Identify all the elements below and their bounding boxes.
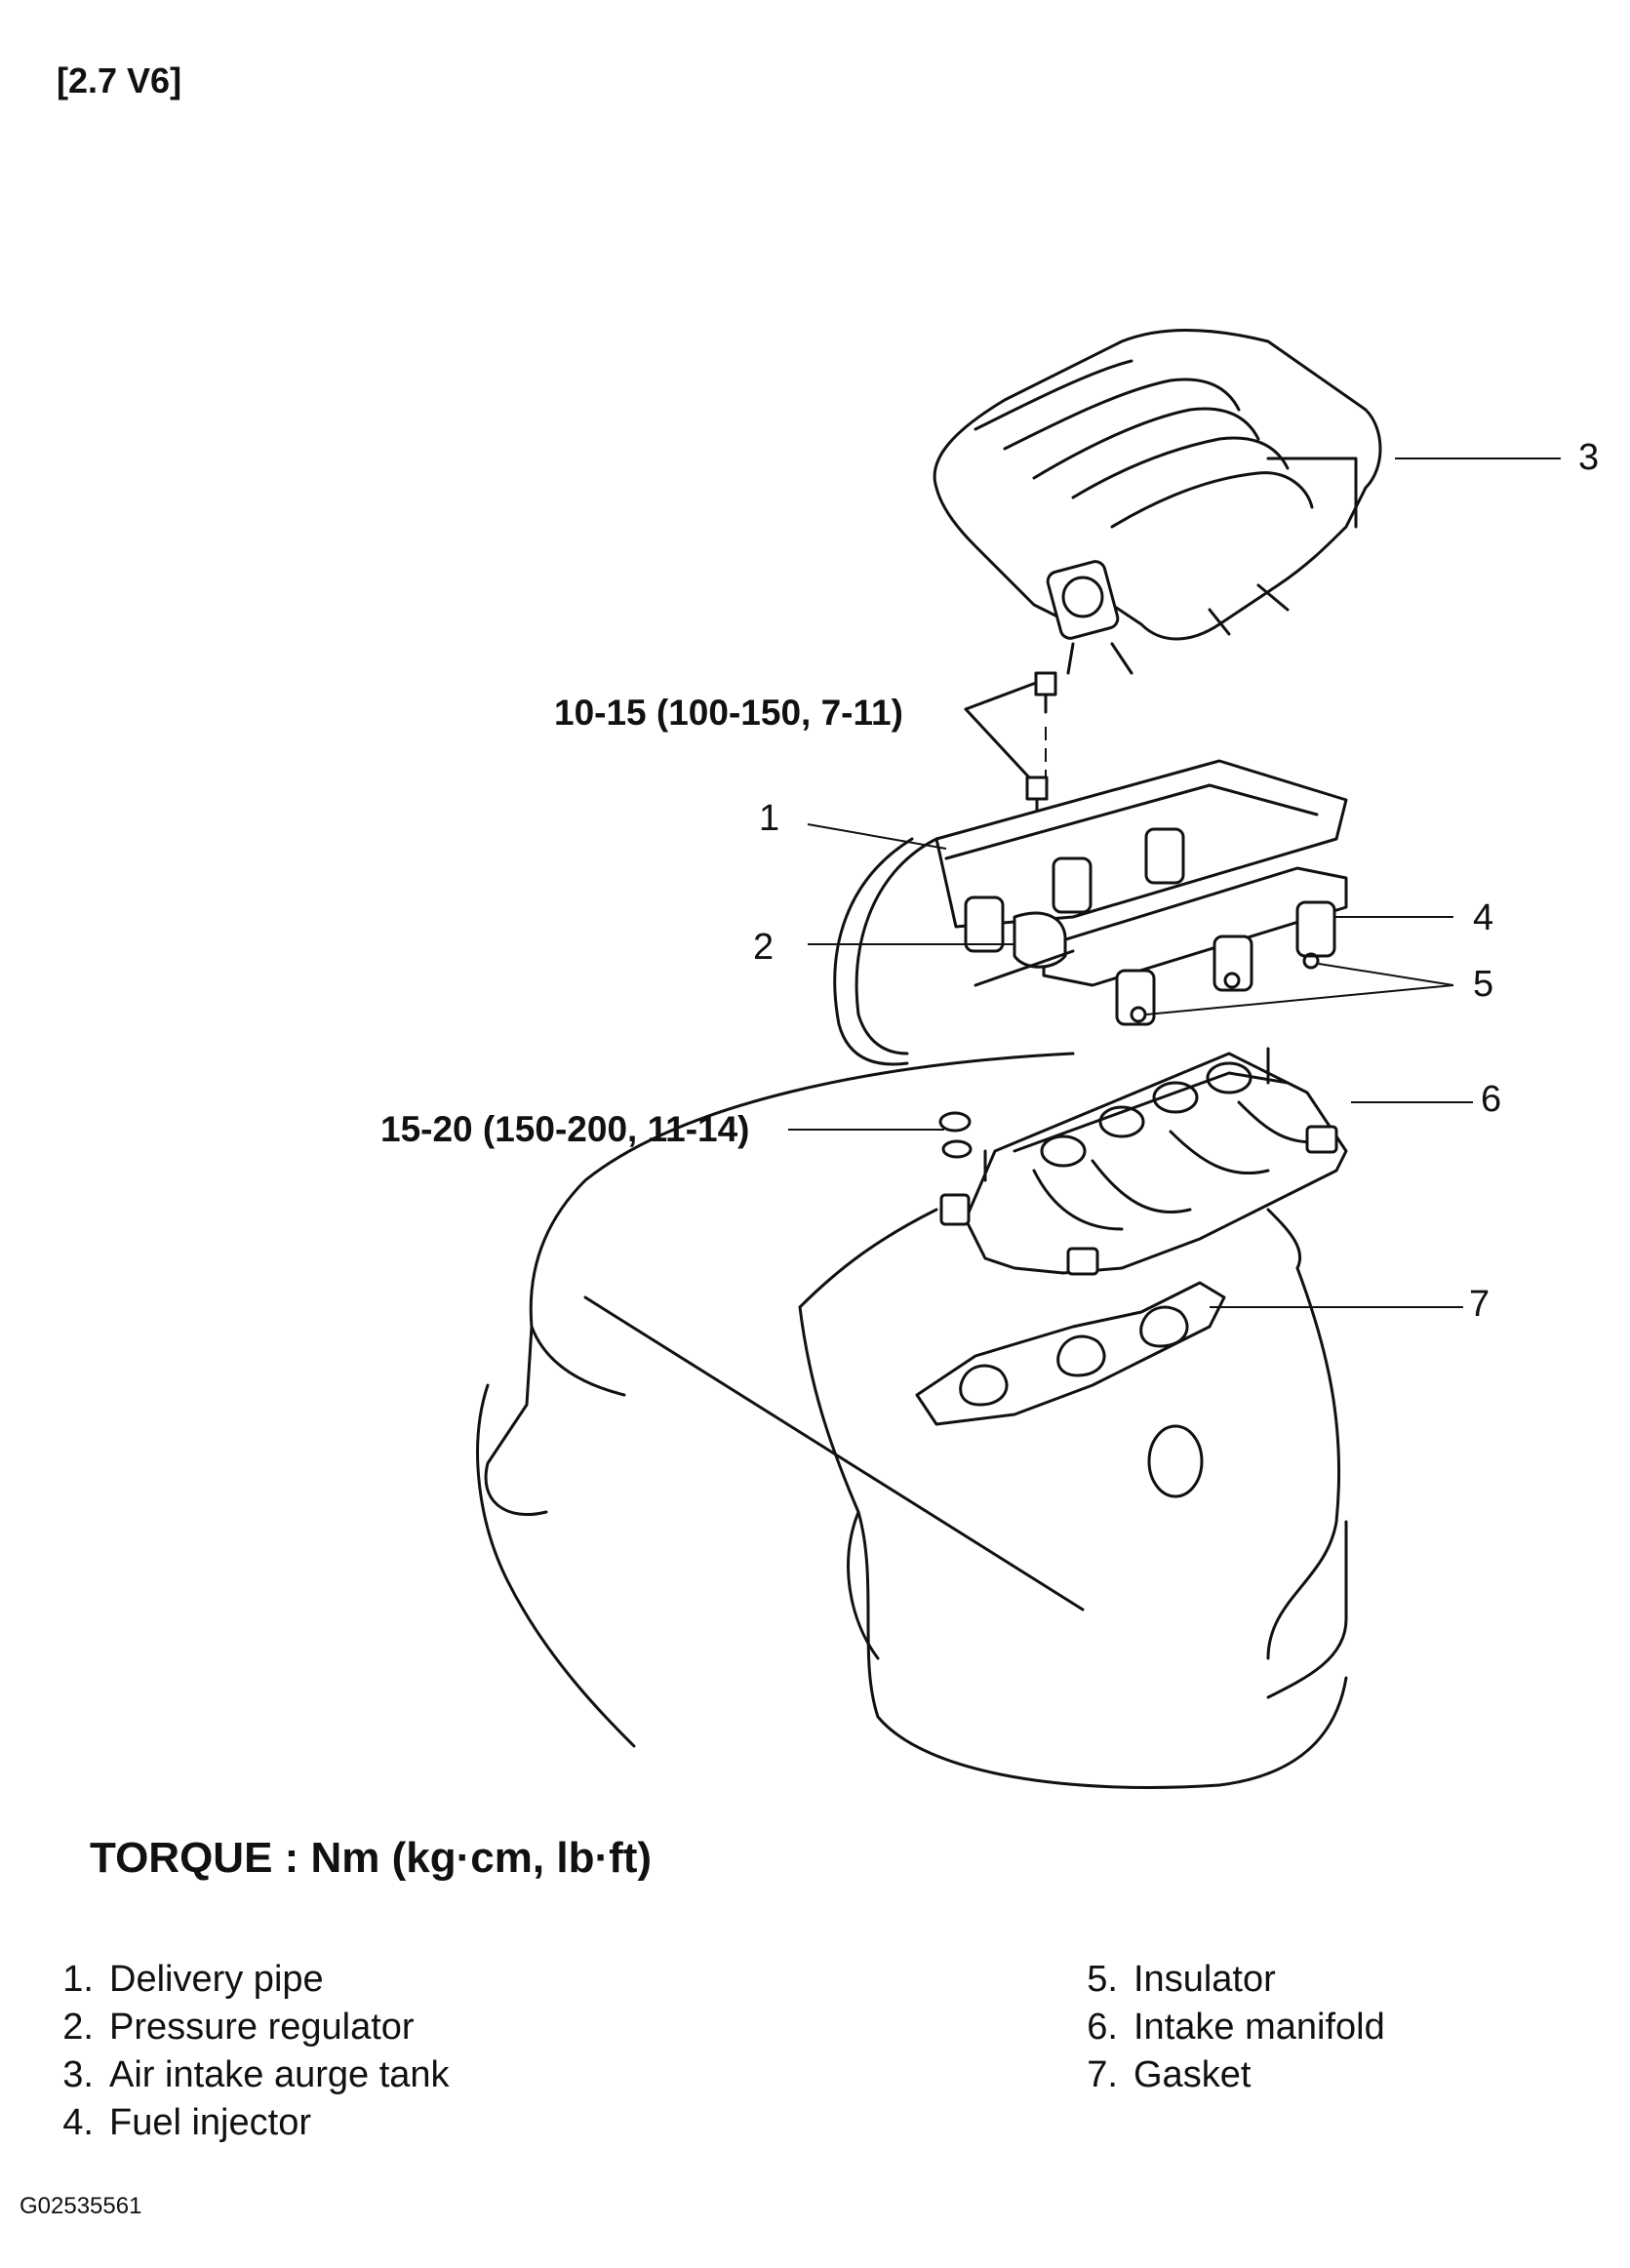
legend-left: 1. Delivery pipe 2. Pressure regulator 3. A…	[39, 1956, 450, 2147]
legend-label: Delivery pipe	[109, 1959, 324, 2000]
legend-number: 6.	[1087, 2007, 1118, 2048]
callout-3: 3	[1578, 437, 1600, 478]
legend-number: 2.	[62, 2007, 94, 2048]
legend-item: 4. Fuel injector	[39, 2099, 450, 2147]
delivery-pipe	[833, 759, 1348, 1066]
legend-item: 2. Pressure regulator	[39, 2004, 450, 2051]
legend-label: Insulator	[1133, 1959, 1276, 2000]
section-header: [2.7 V6]	[57, 60, 182, 100]
legend-label: Intake manifold	[1133, 2007, 1385, 2048]
figure-code: G02535561	[20, 2193, 142, 2219]
legend-number: 1.	[62, 1959, 94, 2000]
torque-units-title: TORQUE : Nm (kg·cm, lb·ft)	[90, 1834, 653, 1882]
callout-4: 4	[1473, 897, 1494, 938]
intake-manifold	[938, 1047, 1348, 1276]
legend-number: 7.	[1087, 2054, 1118, 2095]
legend-item: 5. Insulator	[1063, 1956, 1385, 2004]
legend-label: Air intake aurge tank	[109, 2054, 450, 2095]
legend-label: Pressure regulator	[109, 2007, 415, 2048]
callout-2: 2	[753, 927, 775, 968]
callout-5: 5	[1473, 964, 1494, 1005]
legend-item: 1. Delivery pipe	[39, 1956, 450, 2004]
legend-item: 3. Air intake aurge tank	[39, 2051, 450, 2099]
legend-item: 6. Intake manifold	[1063, 2004, 1385, 2051]
torque-bolts-upper	[964, 671, 1057, 816]
surge-tank	[933, 329, 1382, 675]
legend-right: 5. Insulator 6. Intake manifold 7. Gasket	[1063, 1956, 1385, 2099]
torque-spec-lower: 15-20 (150-200, 11-14)	[380, 1109, 750, 1149]
intake-gasket	[915, 1281, 1226, 1426]
legend-number: 5.	[1087, 1959, 1118, 2000]
torque-spec-upper: 10-15 (100-150, 7-11)	[554, 693, 903, 733]
legend-label: Fuel injector	[109, 2102, 311, 2143]
insulators	[1130, 952, 1320, 1023]
callout-1: 1	[759, 798, 780, 839]
leader-lines	[788, 458, 1561, 1308]
legend-number: 4.	[62, 2102, 94, 2143]
callout-6: 6	[1481, 1079, 1502, 1120]
legend-item: 7. Gasket	[1063, 2051, 1385, 2099]
engine-block	[476, 1052, 1348, 1789]
legend-number: 3.	[62, 2054, 94, 2095]
legend-label: Gasket	[1133, 2054, 1252, 2095]
callout-7: 7	[1469, 1284, 1491, 1325]
